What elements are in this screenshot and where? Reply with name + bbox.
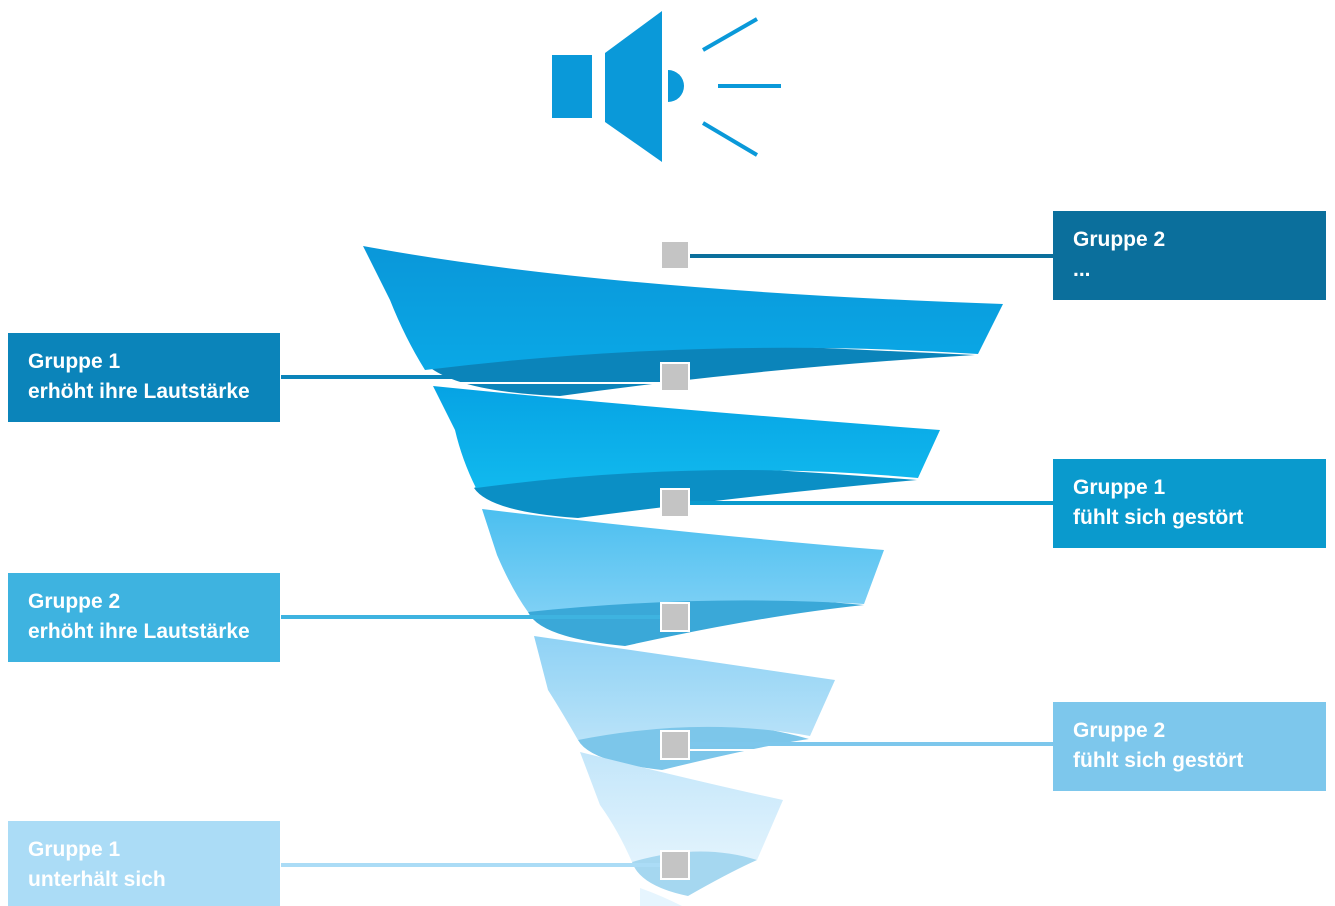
speaker-body xyxy=(552,55,592,118)
spiral-front-4 xyxy=(534,636,835,740)
label-text: fühlt sich gestört xyxy=(1073,749,1244,772)
marker-3 xyxy=(660,488,690,518)
marker-4 xyxy=(660,602,690,632)
sound-wave-bottom xyxy=(701,121,759,157)
sound-wave-top xyxy=(702,17,758,52)
spiral-front-6 xyxy=(640,888,682,906)
marker-6 xyxy=(660,850,690,880)
markers xyxy=(660,240,690,880)
spiral-funnel xyxy=(363,246,1003,906)
spiral-front-5 xyxy=(580,752,783,862)
label-text: unterhält sich xyxy=(28,868,166,891)
label-text: erhöht ihre Lautstärke xyxy=(28,380,250,403)
label-title: Gruppe 1 xyxy=(28,838,121,861)
label-title: Gruppe 1 xyxy=(28,350,121,373)
marker-1 xyxy=(660,240,690,270)
label-box-gruppe1-disturbed: Gruppe 1 fühlt sich gestört xyxy=(1053,459,1326,548)
spiral-front-1 xyxy=(363,246,1003,370)
label-box-gruppe2-disturbed: Gruppe 2 fühlt sich gestört xyxy=(1053,702,1326,791)
label-box-gruppe2-top: Gruppe 2 ... xyxy=(1053,211,1326,300)
speaker-cone xyxy=(605,11,662,162)
label-title: Gruppe 1 xyxy=(1073,476,1166,499)
label-text: fühlt sich gestört xyxy=(1073,506,1244,529)
label-text: erhöht ihre Lautstärke xyxy=(28,620,250,643)
connector-lines xyxy=(281,254,1053,867)
marker-2 xyxy=(660,362,690,392)
label-box-gruppe1-raise: Gruppe 1 erhöht ihre Lautstärke xyxy=(8,333,280,422)
speaker-dome xyxy=(668,70,684,102)
label-box-gruppe1-talk: Gruppe 1 unterhält sich xyxy=(8,821,280,906)
spiral-front-2 xyxy=(433,386,940,488)
label-box-gruppe2-raise: Gruppe 2 erhöht ihre Lautstärke xyxy=(8,573,280,662)
label-title: Gruppe 2 xyxy=(28,590,121,613)
label-text: ... xyxy=(1073,258,1091,281)
spiral-front-3 xyxy=(482,509,884,612)
marker-5 xyxy=(660,730,690,760)
label-title: Gruppe 2 xyxy=(1073,719,1166,742)
speaker-icon xyxy=(552,11,781,162)
label-title: Gruppe 2 xyxy=(1073,228,1166,251)
